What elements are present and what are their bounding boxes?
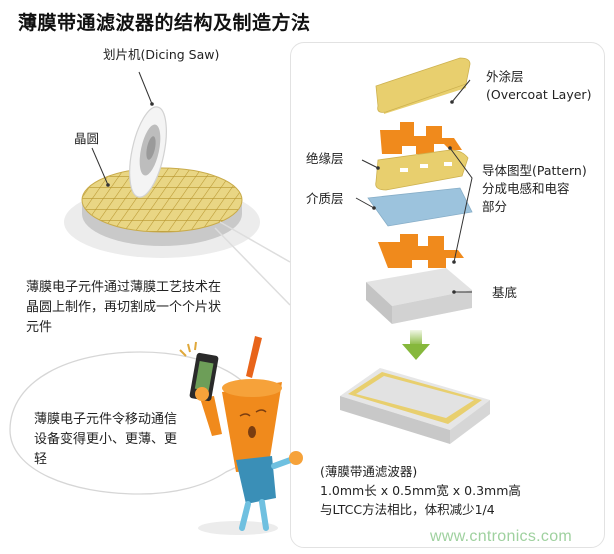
down-arrow-icon — [402, 330, 430, 360]
overcoat-label: 外涂层 (Overcoat Layer) — [486, 69, 592, 102]
substrate-label: 基底 — [492, 285, 518, 300]
dicing-saw-label: 划片机(Dicing Saw) — [103, 47, 220, 62]
conductor-pattern-bottom — [378, 234, 464, 268]
dicing-saw-illustration — [129, 106, 167, 198]
bubble-text: 薄膜电子元件令移动通信 设备变得更小、更薄、更 轻 — [34, 412, 178, 467]
insulation-label: 绝缘层 — [306, 151, 344, 166]
insulation-layer — [375, 149, 469, 191]
overcoat-layer — [375, 57, 471, 114]
dielectric-label: 介质层 — [306, 191, 344, 206]
wafer-illustration — [64, 167, 260, 258]
wafer-label: 晶圆 — [74, 131, 100, 146]
page-title: 薄膜带通滤波器的结构及制造方法 — [18, 12, 311, 34]
watermark: www.cntronics.com — [430, 528, 573, 545]
finished-filter-chip — [340, 368, 490, 444]
mascot-character — [179, 336, 303, 535]
product-caption: (薄膜带通滤波器) 1.0mm长 x 0.5mm宽 x 0.3mm高 与LTCC… — [320, 464, 521, 517]
process-description: 薄膜电子元件通过薄膜工艺技术在 晶圆上制作，再切割成一个个片状 元件 — [26, 280, 222, 335]
conductor-pattern-top — [380, 122, 462, 154]
dielectric-layer — [367, 187, 473, 227]
pattern-label: 导体图型(Pattern) 分成电感和电容 部分 — [482, 163, 587, 214]
substrate-block — [366, 268, 472, 324]
